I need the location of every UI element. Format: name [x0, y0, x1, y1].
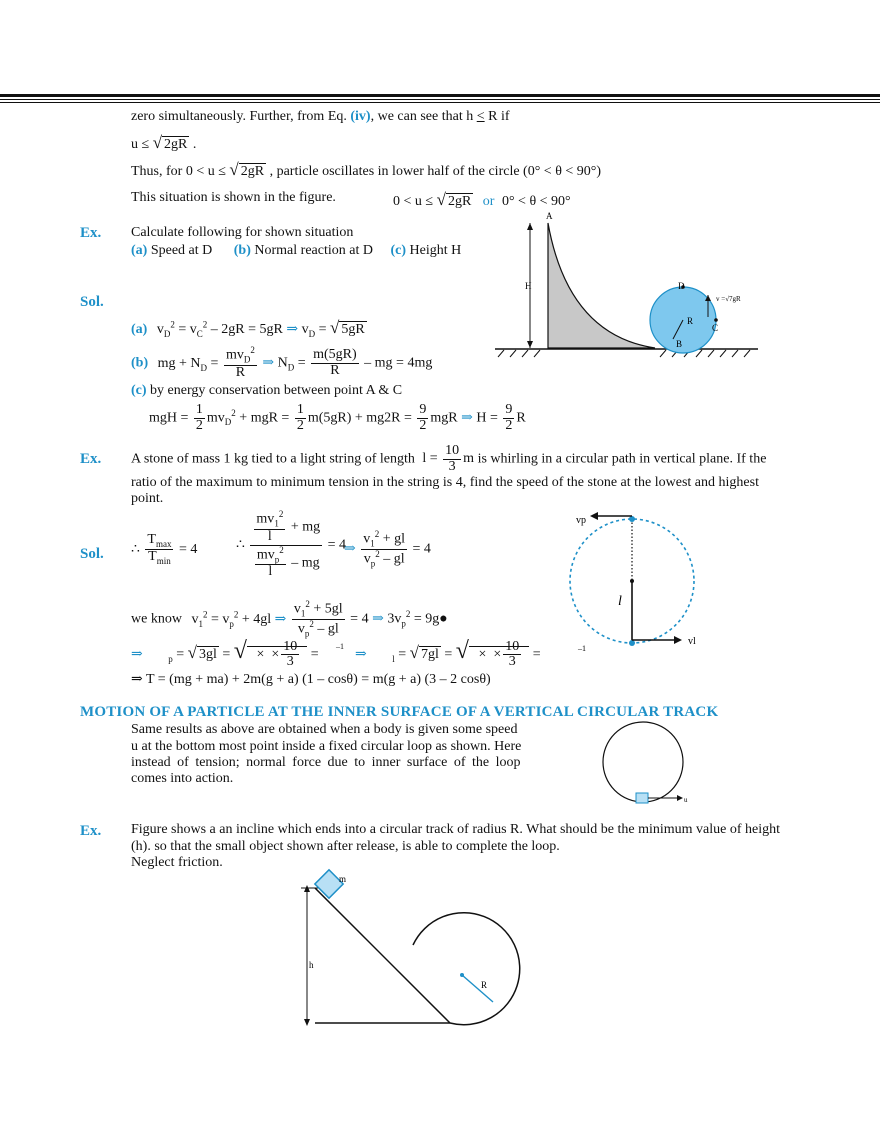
ex-label: Ex. [80, 823, 102, 839]
text: u ≤ [131, 137, 150, 152]
label-l: l [618, 594, 622, 609]
part-label: (c) [131, 383, 147, 398]
header-rule-thin [0, 99, 880, 100]
text: This situation is shown in the figure. [131, 190, 336, 205]
sqrt-value: 2gR [445, 193, 474, 209]
section-title: MOTION OF A PARTICLE AT THE INNER SURFAC… [80, 704, 719, 720]
track-circle [602, 721, 684, 803]
text: , we can see that h [370, 109, 474, 124]
sol2-final: ⇒ T = (mg + ma) + 2m(g + a) (1 – cosθ) =… [131, 672, 491, 689]
inner-track-figure: u [602, 721, 688, 804]
part-label: (a) [131, 322, 148, 337]
ex1-figure: H A D R C B v =√7gR [495, 211, 758, 358]
text-line-4: This situation is shown in the figure. [131, 190, 336, 207]
sqrt-value: 2gR [238, 163, 267, 179]
text: by energy conservation between point A &… [150, 383, 403, 398]
incline-line [314, 887, 451, 1024]
part-label: (c) [390, 243, 406, 258]
section-p3: instead of tension; normal force due to … [131, 755, 521, 770]
section-p2: u at the bottom most point inside a fixe… [131, 739, 522, 754]
sol-label: Sol. [80, 546, 104, 562]
label-m: m [339, 874, 346, 884]
ex1-parts: (a) Speed at D (b) Normal reaction at D … [131, 243, 461, 260]
sqrt-value: 2gR [162, 136, 190, 152]
ex-label: Ex. [80, 451, 102, 467]
ex-label: Ex. [80, 225, 102, 241]
ex2-line3: point. [131, 491, 164, 506]
le-symbol: < [476, 109, 485, 124]
text: zero simultaneously. Further, from Eq. [131, 109, 347, 124]
text: Height H [409, 243, 462, 258]
text: Speed at D [150, 243, 213, 258]
label-vp: vp [576, 515, 586, 526]
label-u: u [684, 796, 688, 804]
sol1-a: (a) vD2 = vC2 – 2gR = 5gR ⇒ vD = √5gR [131, 318, 367, 339]
section-p1: Same results as above are obtained when … [131, 722, 518, 737]
text: R if [488, 109, 510, 124]
ex3-line3: Neglect friction. [131, 855, 223, 870]
label-R: R [687, 316, 693, 326]
ex3-line1: Figure shows a an incline which ends int… [131, 822, 781, 837]
equation-ref: (iv) [350, 109, 371, 124]
part-label: (a) [131, 243, 148, 258]
label-minus1: –1 [577, 644, 586, 653]
part-label: (b) [131, 355, 149, 371]
text: , particle oscillates in lower half of t… [269, 164, 602, 179]
label-h: h [309, 960, 314, 970]
loop-arc [412, 911, 521, 1026]
section-p4: comes into action. [131, 771, 234, 786]
incline-shape [547, 222, 656, 349]
text-line-2: u ≤ √2gR . [131, 133, 197, 152]
text: 0° < θ < 90° [501, 194, 571, 209]
text-line-3: Thus, for 0 < u ≤ √2gR , particle oscill… [131, 160, 602, 179]
label-D: D [678, 281, 685, 291]
ex3-line2: (h). so that the small object shown afte… [131, 839, 560, 854]
ex1-question: Calculate following for shown situation [131, 225, 354, 240]
text: 0 < u ≤ [393, 194, 434, 209]
text: Thus, for 0 < u ≤ [131, 164, 226, 179]
text-line-4-cond: 0 < u ≤ √2gR or 0° < θ < 90° [393, 190, 571, 209]
block-m [313, 868, 345, 900]
sol2-minus1: –1 [336, 642, 344, 651]
label-vc: v =√7gR [716, 295, 741, 303]
label-R: R [481, 980, 487, 990]
sol-label: Sol. [80, 294, 104, 310]
ex2-figure: vp l vl –1 [569, 512, 696, 653]
label-H: H [525, 281, 532, 291]
ex2-line2: ratio of the maximum to minimum tension … [131, 475, 759, 490]
ex3-figure: R h m [301, 868, 521, 1026]
ex2-line1: A stone of mass 1 kg tied to a light str… [131, 443, 767, 474]
text: A stone of mass 1 kg tied to a light str… [131, 451, 415, 467]
text: Normal reaction at D [254, 243, 373, 258]
label-C: C [712, 323, 718, 333]
text: we know [131, 611, 182, 627]
header-rule [0, 94, 880, 97]
text: or [482, 194, 495, 209]
label-vl: vl [688, 636, 696, 647]
part-label: (b) [233, 243, 251, 258]
text-line-1: zero simultaneously. Further, from Eq. (… [131, 109, 510, 126]
text: is whirling in a circular path in vertic… [477, 451, 767, 467]
header-rule-2 [0, 102, 880, 103]
label-B: B [676, 339, 682, 349]
block [635, 792, 649, 804]
label-A: A [546, 211, 553, 221]
text: ⇒ T = (mg + ma) + 2m(g + a) (1 – cosθ) =… [131, 672, 491, 687]
sol1-c-text: (c) by energy conservation between point… [131, 383, 402, 400]
